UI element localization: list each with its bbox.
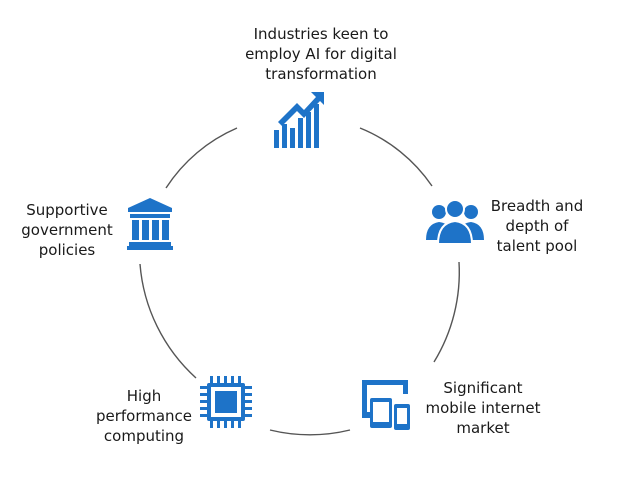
label-computing: High performance computing <box>94 386 194 446</box>
label-talent-line-2: depth of <box>505 217 569 235</box>
label-mobile: Significant mobile internet market <box>420 378 546 438</box>
people-group-icon <box>424 196 486 246</box>
ring-arc-left <box>139 263 197 379</box>
label-industries: Industries keen to employ AI for digital… <box>216 24 426 84</box>
label-industries-line-2: employ AI for digital <box>245 45 397 63</box>
label-government-line-3: policies <box>38 241 96 259</box>
ring-arc-bottom <box>269 429 351 436</box>
growth-chart-icon <box>270 90 326 150</box>
ring-arc-top-right <box>359 127 433 187</box>
label-mobile-line-2: mobile internet <box>425 399 541 417</box>
label-industries-line-3: transformation <box>265 65 377 83</box>
label-government-line-2: government <box>21 221 113 239</box>
label-talent-line-3: talent pool <box>496 237 578 255</box>
label-computing-line-1: High <box>126 387 162 405</box>
label-government-line-1: Supportive <box>26 201 108 219</box>
ring-arc-top-left <box>165 127 238 189</box>
label-mobile-line-1: Significant <box>443 379 523 397</box>
government-building-icon <box>126 196 174 250</box>
ring-arc-right <box>433 261 461 363</box>
mobile-devices-icon <box>358 376 414 432</box>
cpu-chip-icon <box>198 374 254 430</box>
label-talent-line-1: Breadth and <box>490 197 584 215</box>
label-government: Supportive government policies <box>14 200 120 260</box>
label-computing-line-2: performance <box>95 407 193 425</box>
label-industries-line-1: Industries keen to <box>253 25 389 43</box>
label-talent: Breadth and depth of talent pool <box>482 196 592 256</box>
label-mobile-line-3: market <box>456 419 510 437</box>
label-computing-line-3: computing <box>103 427 185 445</box>
